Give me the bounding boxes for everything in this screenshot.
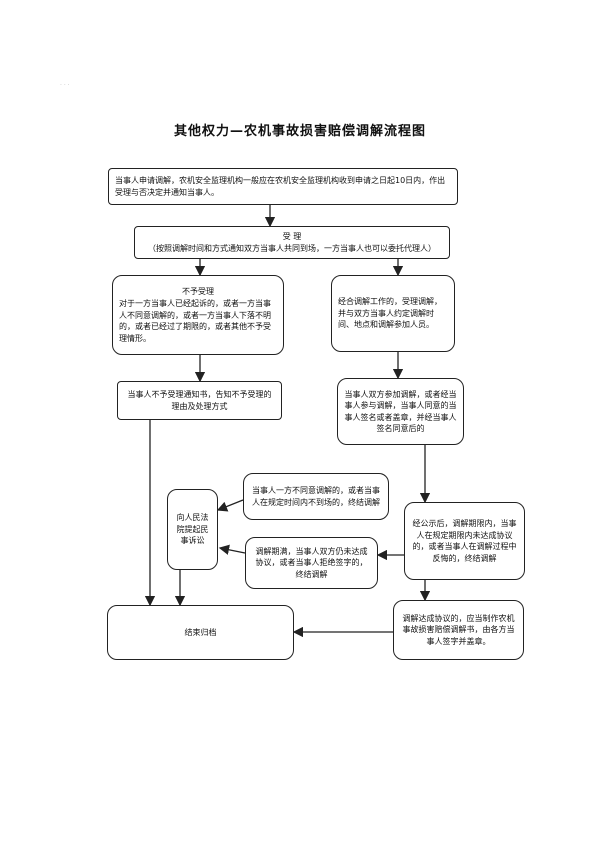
court-text: 向人民法院提起民事诉讼 bbox=[176, 513, 209, 546]
reject-header: 不予受理 bbox=[182, 286, 214, 296]
court-box: 向人民法院提起民事诉讼 bbox=[167, 489, 218, 570]
disagree-box: 当事人一方不同意调解的，或者当事人在规定时间内不到场的，终结调解 bbox=[243, 473, 389, 520]
end-box: 结束归档 bbox=[107, 605, 294, 660]
end-text: 结束归档 bbox=[184, 627, 217, 637]
expire-box: 调解期满，当事人双方仍未达成协议，或者当事人拒绝签字的，终结调解 bbox=[245, 537, 378, 589]
expire-text: 调解期满，当事人双方仍未达成协议，或者当事人拒绝签字的，终结调解 bbox=[255, 546, 368, 579]
accept-box: 受 理 （按照调解时间和方式通知双方当事人共同到场，一方当事人也可以委托代理人） bbox=[134, 226, 450, 259]
agree-text: 当事人双方参加调解，或者经当事人参与调解，当事人同意的当事人签名或者盖章，并经当… bbox=[344, 389, 457, 434]
apply-text: 当事人申请调解，农机安全监理机构一般应在农机安全监理机构收到申请之日起10日内，… bbox=[115, 176, 446, 197]
reject-box: 不予受理 对于一方当事人已经起诉的，或者一方当事人不同意调解的，或者一方当事人下… bbox=[112, 275, 284, 355]
disagree-text: 当事人一方不同意调解的，或者当事人在规定时间内不到场的，终结调解 bbox=[252, 486, 380, 507]
accept-body: （按照调解时间和方式通知双方当事人共同到场，一方当事人也可以委托代理人） bbox=[148, 244, 436, 253]
agree-box: 当事人双方参加调解，或者经当事人参与调解，当事人同意的当事人签名或者盖章，并经当… bbox=[337, 378, 464, 445]
timeout-box: 经公示后，调解期限内，当事人在规定期限内未达成协议的，或者当事人在调解过程中反悔… bbox=[404, 502, 525, 580]
accept-header: 受 理 bbox=[282, 231, 302, 241]
sign-box: 调解达成协议的，应当制作农机事故损害赔偿调解书，由各方当事人签字并盖章。 bbox=[393, 600, 524, 660]
mediate-text: 经合调解工作的，受理调解，并与双方当事人约定调解时间、地点和调解参加人员。 bbox=[338, 297, 442, 330]
notice-text: 当事人不予受理通知书，告知不予受理的理由及处理方式 bbox=[127, 390, 272, 411]
notice-box: 当事人不予受理通知书，告知不予受理的理由及处理方式 bbox=[117, 381, 282, 420]
timeout-text: 经公示后，调解期限内，当事人在规定期限内未达成协议的，或者当事人在调解过程中反悔… bbox=[412, 519, 517, 563]
arrow-disagree-court bbox=[216, 499, 244, 512]
scan-mark: · · · bbox=[60, 82, 70, 89]
mediate-box: 经合调解工作的，受理调解，并与双方当事人约定调解时间、地点和调解参加人员。 bbox=[331, 275, 455, 352]
reject-body: 对于一方当事人已经起诉的，或者一方当事人不同意调解的，或者一方当事人下落不明的，… bbox=[119, 299, 271, 343]
arrow-expire-court bbox=[218, 544, 246, 555]
apply-box: 当事人申请调解，农机安全监理机构一般应在农机安全监理机构收到申请之日起10日内，… bbox=[108, 168, 458, 205]
page-title: 其他权力—农机事故损害赔偿调解流程图 bbox=[173, 124, 426, 139]
sign-text: 调解达成协议的，应当制作农机事故损害赔偿调解书，由各方当事人签字并盖章。 bbox=[402, 613, 515, 646]
